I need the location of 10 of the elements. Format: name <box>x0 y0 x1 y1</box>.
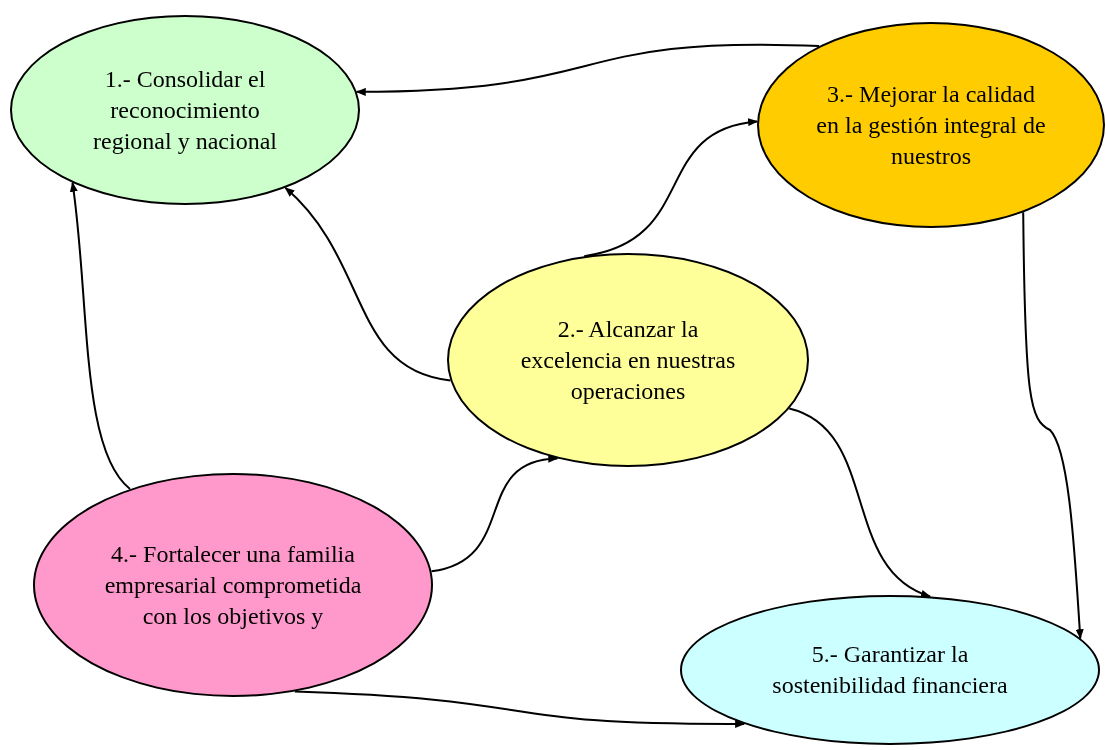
arrow <box>788 407 932 598</box>
arrow <box>1022 211 1084 640</box>
arrow <box>69 181 131 490</box>
arrow <box>293 690 746 728</box>
arrow <box>430 455 559 573</box>
node-text: 5.- Garantizar la sostenibilidad financiera <box>771 640 1009 700</box>
node-text: 3.- Mejorar la calidad en la gestión integral de nuestros <box>816 79 1046 171</box>
node-text: 4.- Fortalecer una familia empresarial comprometida con los objetivos y <box>103 539 363 631</box>
node-text: 2.- Alcanzar la excelencia en nuestras operaciones <box>519 314 737 406</box>
node-text: 1.- Consolidar el reconocimiento regional y nacional <box>92 64 278 156</box>
